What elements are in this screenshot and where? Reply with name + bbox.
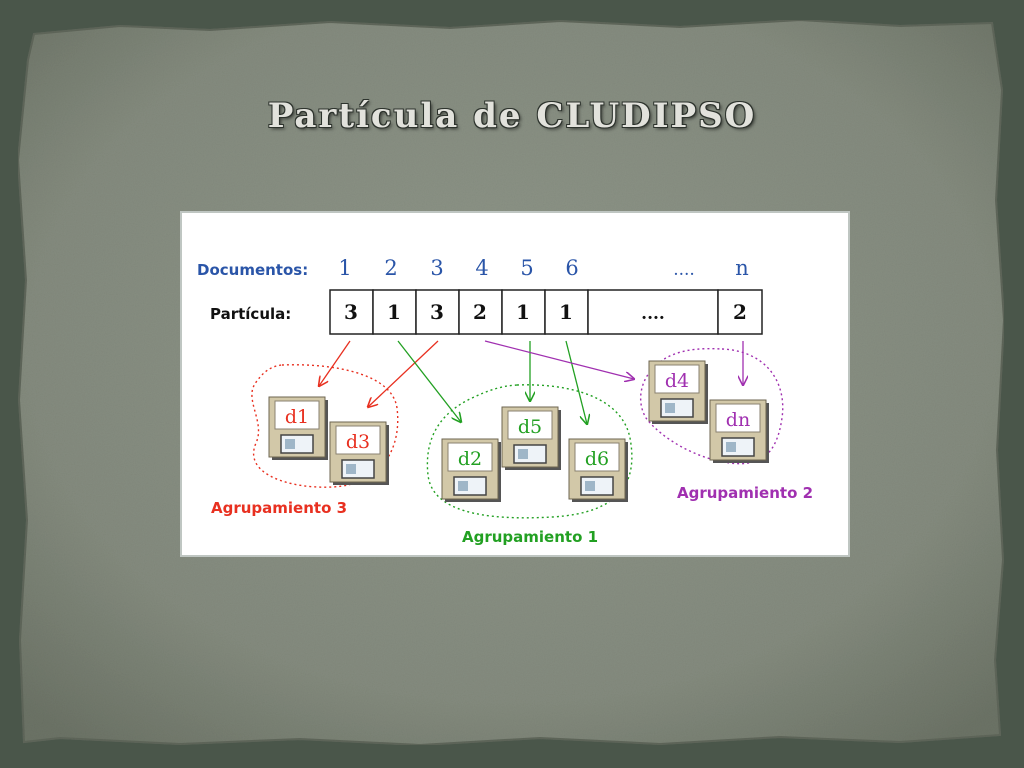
doc-number-n: n	[735, 256, 749, 280]
floppy-disk-icon: d5	[501, 406, 561, 470]
arrow-doc1-to-d1	[319, 340, 351, 386]
group-3-label: Agrupamiento 3	[211, 499, 347, 517]
particle-value-ellipsis: ....	[641, 304, 665, 324]
particle-cell-n	[717, 289, 763, 335]
particle-cells	[329, 289, 763, 335]
floppy-disk-icon: d6	[568, 438, 628, 502]
doc-number-ellipsis: ....	[673, 260, 695, 280]
particle-cell-6	[544, 289, 589, 335]
particle-cell-5	[501, 289, 546, 335]
particle-label: Partícula:	[210, 305, 291, 323]
particle-value-4: 2	[473, 300, 487, 324]
arrow-doc6-to-d6	[565, 340, 587, 424]
doc-number-3: 3	[430, 256, 443, 280]
documents-label: Documentos:	[197, 261, 308, 279]
disk-label-d4: d4	[665, 370, 689, 392]
floppy-disk-icon: d1	[268, 396, 328, 460]
slide-title: Partícula de CLUDIPSO	[267, 96, 757, 136]
document-numbers: 1 2 3 4 5 6 .... n	[338, 256, 748, 280]
particle-cell-4	[458, 289, 503, 335]
disk-label-d2: d2	[458, 448, 482, 470]
particle-value-6: 1	[559, 300, 573, 324]
particle-cell-1	[329, 289, 374, 335]
group-1-boundary	[426, 384, 633, 519]
particle-value-5: 1	[516, 300, 530, 324]
arrow-doc4-to-d4	[484, 340, 634, 379]
doc-number-6: 6	[565, 256, 578, 280]
particle-value-1: 3	[344, 300, 358, 324]
particle-cell-3	[415, 289, 460, 335]
particle-values: 3 1 3 2 1 1 .... 2	[344, 300, 747, 324]
disk-label-d5: d5	[518, 416, 542, 438]
arrow-doc3-to-d3	[368, 340, 439, 407]
particle-value-2: 1	[387, 300, 401, 324]
particle-cell-ellipsis	[587, 289, 719, 335]
disk-label-d6: d6	[585, 448, 609, 470]
disk-label-d1: d1	[285, 406, 309, 428]
particle-value-n: 2	[733, 300, 747, 324]
particle-arrows	[319, 340, 743, 424]
doc-number-5: 5	[520, 256, 533, 280]
particle-value-3: 3	[430, 300, 444, 324]
doc-number-1: 1	[338, 256, 351, 280]
floppy-disk-icon: d4	[648, 360, 708, 424]
group-2-label: Agrupamiento 2	[677, 484, 813, 502]
floppy-disk-icon: d3	[329, 421, 389, 485]
disk-label-dn: dn	[726, 409, 750, 431]
doc-number-2: 2	[384, 256, 397, 280]
document-disks: d1 d3 d2 d5 d6 d4 dn	[268, 360, 769, 502]
doc-number-4: 4	[475, 256, 488, 280]
group-3-boundary	[251, 364, 399, 488]
floppy-disk-icon: d2	[441, 438, 501, 502]
cludipso-diagram: Documentos: Partícula: 1 2 3 4 5 6 .... …	[180, 211, 850, 557]
arrow-doc2-to-d2	[397, 340, 461, 422]
disk-label-d3: d3	[346, 431, 370, 453]
group-1-label: Agrupamiento 1	[462, 528, 598, 546]
floppy-disk-icon: dn	[709, 399, 769, 463]
